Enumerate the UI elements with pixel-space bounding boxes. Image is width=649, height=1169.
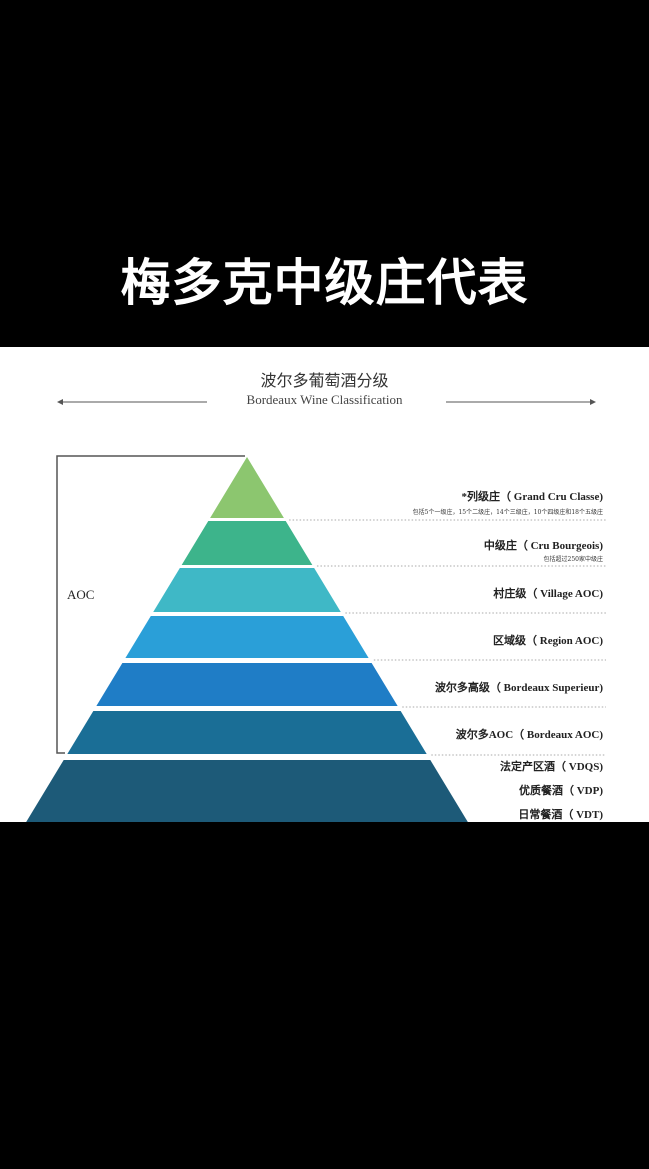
layer-label: *列级庄（ Grand Cru Classe) xyxy=(461,491,603,503)
layer-note: 包括5个一级庄，15个二级庄，14个三级庄，10个四级庄和18个五级庄 xyxy=(412,509,603,516)
base-label: 优质餐酒（ VDP) xyxy=(518,785,603,797)
pyramid-layer xyxy=(181,521,313,565)
diagram-title-en: Bordeaux Wine Classification xyxy=(246,392,403,407)
layer-label: 村庄级（ Village AOC) xyxy=(493,588,603,600)
pyramid-layer xyxy=(153,568,341,612)
layer-label: 波尔多AOC（ Bordeaux AOC) xyxy=(455,729,603,741)
page-title: 梅多克中级庄代表 xyxy=(120,254,529,312)
diagram-title-zh: 波尔多葡萄酒分级 xyxy=(260,371,389,390)
layer-note: 包括超过250家中级庄 xyxy=(543,556,603,563)
pyramid-layer xyxy=(96,663,398,706)
right-arrowhead-icon xyxy=(590,399,596,405)
aoc-bracket xyxy=(56,455,245,754)
layer-label: 区域级（ Region AOC) xyxy=(493,635,603,647)
left-arrowhead-icon xyxy=(57,399,63,405)
classification-diagram: 波尔多葡萄酒分级 Bordeaux Wine Classification AO… xyxy=(0,347,649,822)
pyramid-layer xyxy=(210,457,284,518)
pyramid-layer xyxy=(125,616,369,658)
pyramid-layer xyxy=(26,760,468,822)
aoc-bracket-label: AOC xyxy=(67,587,95,602)
base-label: 法定产区酒（ VDQS) xyxy=(500,761,603,773)
layer-label: 中级庄（ Cru Bourgeois) xyxy=(483,540,603,552)
pyramid-layer xyxy=(67,711,427,754)
pyramid-graphic xyxy=(26,399,606,822)
base-label: 日常餐酒（ VDT) xyxy=(518,809,603,821)
layer-label: 波尔多高级（ Bordeaux Superieur) xyxy=(434,682,603,694)
